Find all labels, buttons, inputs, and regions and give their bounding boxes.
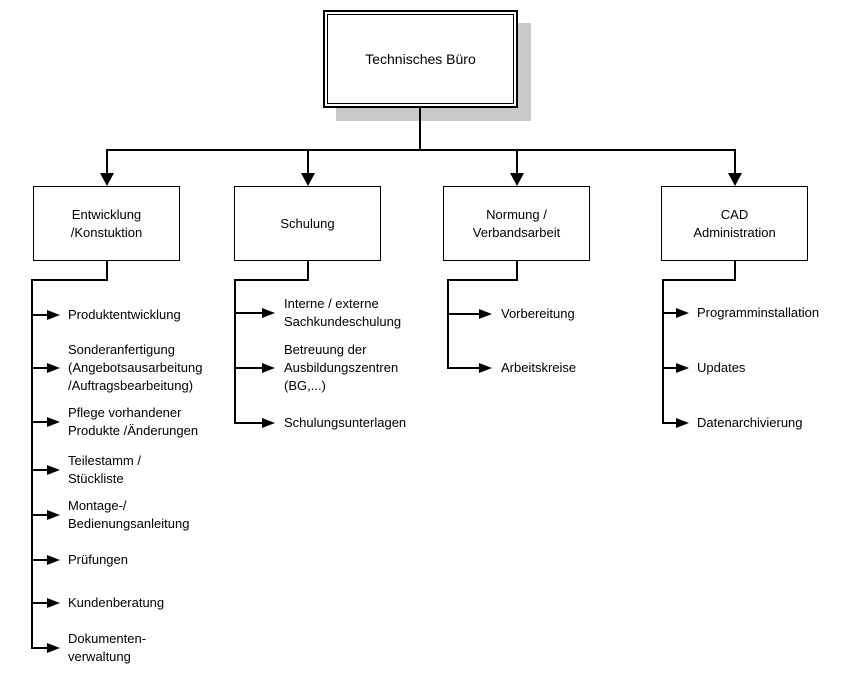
connector-drop-2 <box>307 149 309 174</box>
connector-col4-spine <box>662 279 664 424</box>
arrow-right-icon <box>479 363 492 373</box>
arrow-right-icon <box>676 308 689 318</box>
leaf-item: Kundenberatung <box>68 595 165 610</box>
connector-branch <box>234 422 262 424</box>
leaf-item: Pflege vorhandener Produkte /Änderungen <box>68 405 199 438</box>
connector-branch <box>31 367 47 369</box>
leaf-item: Schulungsunterlagen <box>284 415 407 430</box>
arrow-right-icon <box>47 598 60 608</box>
leaf-item: Programminstallation <box>697 305 820 320</box>
connector-col1-elbow <box>31 279 108 281</box>
connector-branch <box>31 602 47 604</box>
connector-col3-spine <box>447 279 449 369</box>
leaf-item: Produktentwicklung <box>68 307 181 322</box>
connector-root-stem <box>419 108 421 150</box>
connector-col1-spine <box>31 279 33 649</box>
dept-box-cad: CAD Administration <box>661 186 808 261</box>
arrow-right-icon <box>47 417 60 427</box>
leaf-item: Vorbereitung <box>501 306 575 321</box>
arrow-down-icon <box>728 173 742 186</box>
arrow-right-icon <box>47 310 60 320</box>
connector-branch <box>31 469 47 471</box>
connector-col4-elbow <box>662 279 736 281</box>
arrow-right-icon <box>47 555 60 565</box>
arrow-right-icon <box>47 465 60 475</box>
root-node-box: Technisches Büro <box>323 10 518 108</box>
leaf-item: Interne / externe Sachkundeschulung <box>284 296 402 329</box>
connector-col3-stem <box>516 261 518 281</box>
connector-branch <box>662 422 676 424</box>
arrow-right-icon <box>262 363 275 373</box>
connector-branch <box>31 559 47 561</box>
dept-box-entwicklung: Entwicklung /Konstuktion <box>33 186 180 261</box>
arrow-right-icon <box>47 510 60 520</box>
connector-branch <box>662 312 676 314</box>
arrow-down-icon <box>510 173 524 186</box>
leaf-item: Teilestamm / Stückliste <box>68 453 141 486</box>
connector-branch <box>31 514 47 516</box>
leaf-item: Betreuung der Ausbildungszentren (BG,...… <box>284 342 399 393</box>
connector-col1-stem <box>106 261 108 281</box>
leaf-item: Datenarchivierung <box>697 415 803 430</box>
connector-col2-stem <box>307 261 309 281</box>
connector-col2-spine <box>234 279 236 424</box>
root-node-label: Technisches Büro <box>327 14 514 104</box>
connector-drop-3 <box>516 149 518 174</box>
leaf-item: Arbeitskreise <box>501 360 577 375</box>
connector-col4-stem <box>734 261 736 281</box>
connector-branch <box>447 367 479 369</box>
arrow-down-icon <box>100 173 114 186</box>
leaf-item: Updates <box>697 360 746 375</box>
arrow-right-icon <box>47 643 60 653</box>
connector-drop-1 <box>106 149 108 174</box>
leaf-item: Montage-/ Bedienungsanleitung <box>68 498 190 531</box>
connector-branch <box>234 367 262 369</box>
arrow-right-icon <box>676 418 689 428</box>
dept-box-schulung: Schulung <box>234 186 381 261</box>
leaf-item: Prüfungen <box>68 552 128 567</box>
arrow-down-icon <box>301 173 315 186</box>
connector-branch <box>31 647 47 649</box>
connector-branch <box>234 312 262 314</box>
connector-branch <box>31 314 47 316</box>
connector-branch <box>662 367 676 369</box>
arrow-right-icon <box>262 308 275 318</box>
arrow-right-icon <box>262 418 275 428</box>
arrow-right-icon <box>479 309 492 319</box>
connector-col3-elbow <box>447 279 518 281</box>
connector-drop-4 <box>734 149 736 174</box>
dept-box-normung: Normung / Verbandsarbeit <box>443 186 590 261</box>
arrow-right-icon <box>47 363 60 373</box>
leaf-item: Dokumenten- verwaltung <box>68 631 147 664</box>
arrow-right-icon <box>676 363 689 373</box>
leaf-item: Sonderanfertigung (Angebotsausarbeitung … <box>68 342 203 393</box>
connector-col2-elbow <box>234 279 309 281</box>
connector-top-rail <box>106 149 736 151</box>
connector-branch <box>447 313 479 315</box>
connector-branch <box>31 421 47 423</box>
